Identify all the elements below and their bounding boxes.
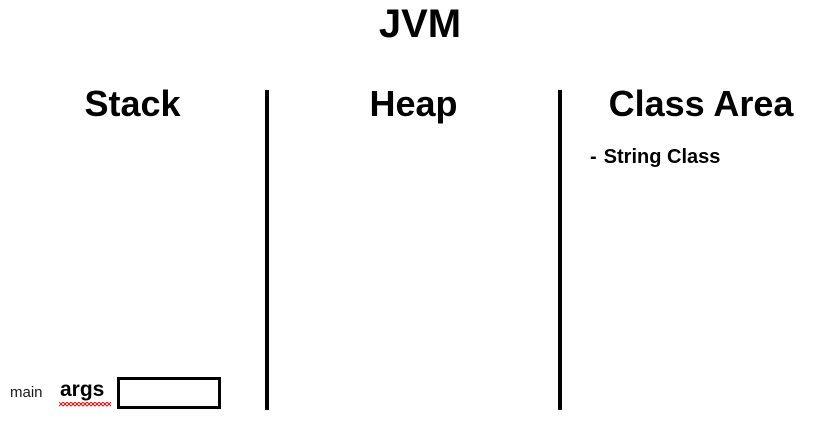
stack-frame-method-label: main	[10, 384, 43, 401]
class-area-item-label: String Class	[603, 146, 721, 168]
stack-variable-value-box	[117, 377, 221, 409]
diagram-title: JVM	[378, 2, 462, 46]
spellcheck-squiggle-underline	[59, 402, 111, 407]
column-heading-class-area: Class Area	[608, 83, 794, 124]
column-heading-stack: Stack	[84, 83, 181, 124]
stack-variable-name-args: args	[60, 378, 105, 401]
column-divider-heap-class-area	[558, 90, 562, 410]
column-heading-heap: Heap	[369, 83, 458, 124]
column-divider-stack-heap	[265, 90, 269, 410]
stack-frame-main: main args	[0, 372, 265, 414]
class-area-item-string-class: -String Class	[590, 144, 720, 170]
bullet-dash: -	[590, 146, 597, 168]
